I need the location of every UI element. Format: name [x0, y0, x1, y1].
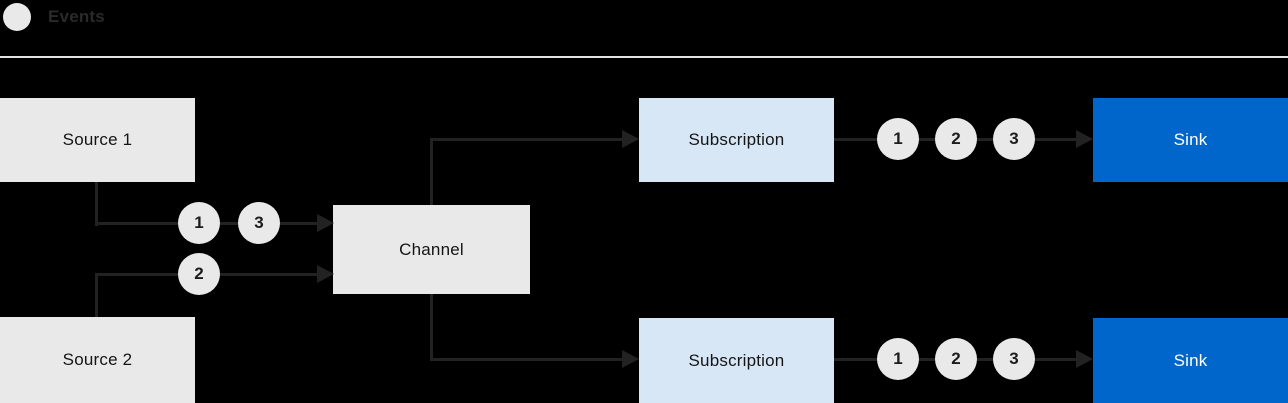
source2-channel-connector-vertical [95, 273, 98, 317]
event-circle-icon [3, 3, 31, 31]
arrowhead-icon [622, 350, 639, 368]
event-circle: 2 [935, 118, 977, 160]
divider [0, 56, 1288, 58]
channel-subscription-bottom-connector-horizontal [430, 358, 622, 361]
events-legend: Events [3, 3, 105, 31]
event-circle: 2 [178, 253, 220, 295]
arrowhead-icon [317, 265, 334, 283]
arrowhead-icon [317, 214, 334, 232]
sink-bottom-node: Sink [1093, 318, 1288, 403]
event-circle: 2 [935, 338, 977, 380]
channel-node: Channel [333, 205, 530, 294]
source-2-node: Source 2 [0, 317, 195, 403]
channel-subscription-top-connector-vertical [430, 138, 433, 205]
event-circle: 1 [877, 118, 919, 160]
event-circle: 3 [238, 202, 280, 244]
event-circle: 1 [877, 338, 919, 380]
legend-label: Events [48, 7, 105, 26]
subscription-bottom-node: Subscription [639, 318, 834, 403]
source-1-node: Source 1 [0, 98, 195, 182]
sink-top-node: Sink [1093, 98, 1288, 182]
source1-channel-connector-vertical [95, 182, 98, 226]
subscription-top-node: Subscription [639, 98, 834, 182]
channel-subscription-bottom-connector-vertical [430, 294, 433, 361]
event-circle: 3 [993, 338, 1035, 380]
event-circle: 1 [178, 202, 220, 244]
arrowhead-icon [1076, 130, 1093, 148]
arrowhead-icon [1076, 350, 1093, 368]
event-circle: 3 [993, 118, 1035, 160]
channel-subscription-top-connector-horizontal [430, 138, 622, 141]
arrowhead-icon [622, 130, 639, 148]
